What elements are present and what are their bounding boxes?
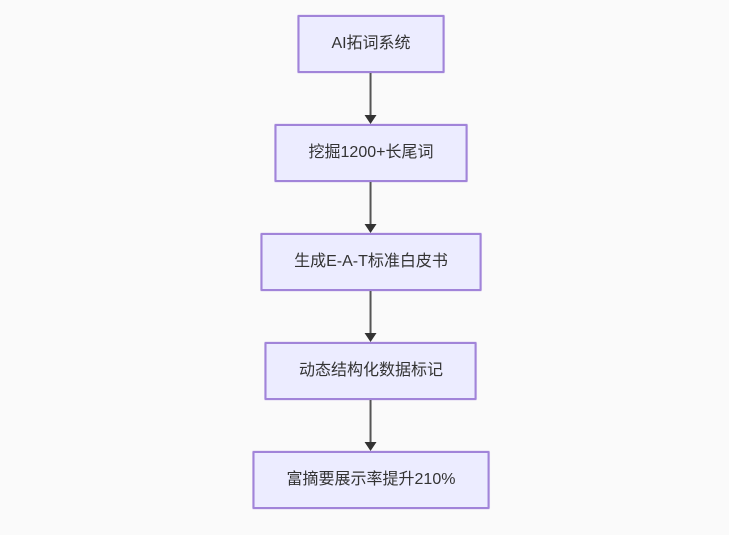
flow-node-eat-whitepaper: 生成E-A-T标准白皮书 <box>260 233 482 291</box>
flow-node-longtail-mining: 挖掘1200+长尾词 <box>274 124 468 182</box>
arrowhead-down-icon <box>365 442 377 451</box>
flow-node-rich-snippet-result: 富摘要展示率提升210% <box>252 451 490 509</box>
arrowhead-down-icon <box>365 333 377 342</box>
arrow-line <box>370 73 372 116</box>
arrow-line <box>370 291 372 334</box>
flowchart-canvas: AI拓词系统 挖掘1200+长尾词 生成E-A-T标准白皮书 动态结构化数据标记… <box>252 15 490 509</box>
flow-arrow-3 <box>365 291 377 342</box>
flow-arrow-1 <box>365 73 377 124</box>
arrowhead-down-icon <box>365 224 377 233</box>
arrowhead-down-icon <box>365 115 377 124</box>
flow-node-structured-data-markup: 动态结构化数据标记 <box>264 342 477 400</box>
flow-arrow-2 <box>365 182 377 233</box>
flow-arrow-4 <box>365 400 377 451</box>
flow-node-ai-keyword-system: AI拓词系统 <box>297 15 445 73</box>
arrow-line <box>370 400 372 443</box>
arrow-line <box>370 182 372 225</box>
